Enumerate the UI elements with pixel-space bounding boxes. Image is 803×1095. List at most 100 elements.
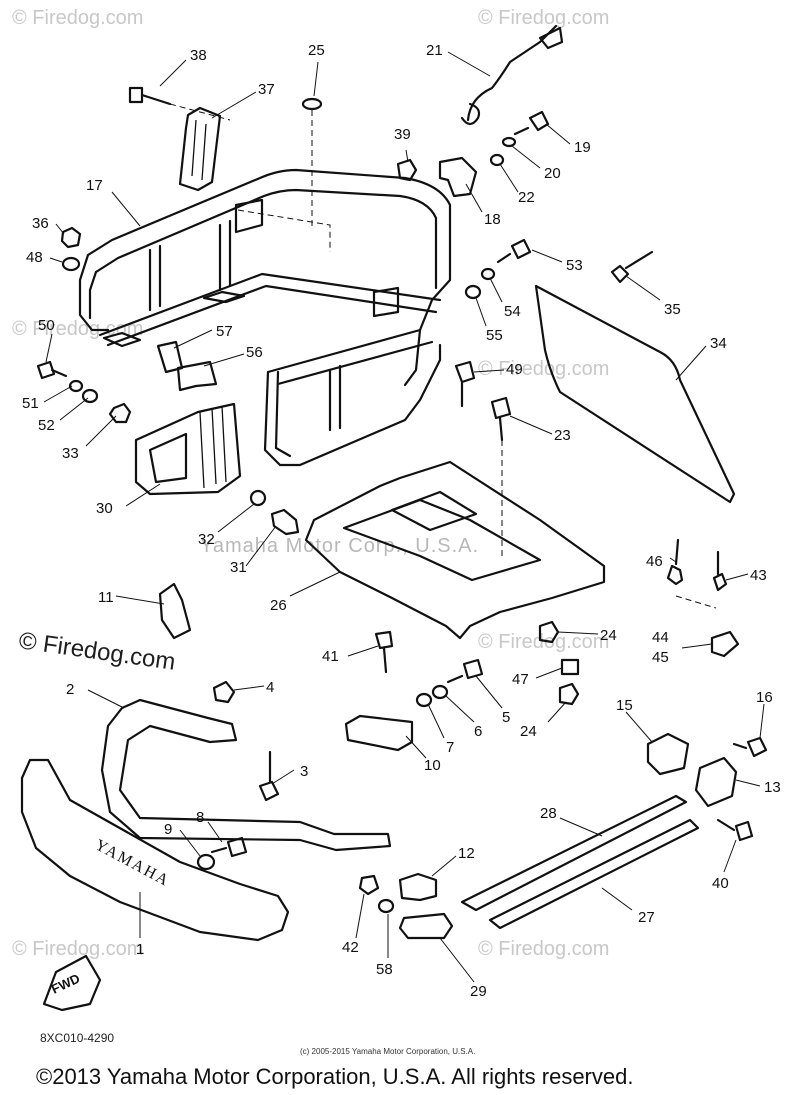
callout-10: 10: [424, 757, 441, 774]
bracket-part-11: [158, 582, 192, 640]
bolt-part-3: [258, 750, 280, 802]
rivet-part-35: [610, 250, 654, 284]
leader-lines: [43, 51, 765, 983]
callout-48: 48: [26, 249, 43, 266]
callout-24-upper: 24: [600, 627, 617, 644]
bracket-part-10: [344, 714, 414, 752]
bolt-part-19: [513, 110, 550, 136]
bracket-part-56: [176, 360, 218, 392]
callout-41: 41: [322, 648, 339, 665]
nut-part-39: [396, 158, 418, 182]
bolt-part-8: [210, 836, 248, 858]
rivet-part-46: [666, 538, 684, 586]
callout-43: 43: [750, 567, 767, 584]
cable-part-21: [460, 24, 564, 126]
callout-38: 38: [190, 47, 207, 64]
bolt-part-5: [446, 658, 484, 684]
diagram-code: 8XC010-4290: [40, 1031, 114, 1045]
washer-part-9: [196, 853, 216, 871]
callout-24-lower: 24: [520, 723, 537, 740]
bumper-part-1: YAMAHA: [20, 758, 290, 942]
carrier-frame-part-17: [78, 168, 452, 467]
watermark-mid-left: © Firedog.com: [12, 318, 143, 340]
watermark-bottom-right: © Firedog.com: [478, 938, 609, 960]
washer-part-20: [501, 136, 517, 148]
clip-part-44: [710, 630, 740, 658]
callout-57: 57: [216, 323, 233, 340]
washer-part-58: [377, 898, 395, 914]
callout-36: 36: [32, 215, 49, 232]
callout-54: 54: [504, 303, 521, 320]
spacer-part-47: [560, 658, 580, 676]
callout-4: 4: [266, 679, 274, 696]
callout-29: 29: [470, 983, 487, 1000]
pad-part-29: [398, 912, 454, 940]
callout-22: 22: [518, 189, 535, 206]
plate-part-34: [534, 284, 736, 504]
callout-46: 46: [646, 553, 663, 570]
bolt-part-16: [732, 736, 768, 758]
bracket-part-12: [398, 872, 438, 902]
callout-1: 1: [136, 941, 144, 958]
callout-5: 5: [502, 709, 510, 726]
base-plate-part-26: [304, 460, 606, 640]
callout-47: 47: [512, 671, 529, 688]
washer-part-55: [464, 284, 482, 300]
parts-drawing: YAMAHA FWD: [20, 24, 768, 1012]
bolt-part-49: [454, 360, 476, 408]
watermark-large: © Firedog.com: [17, 627, 177, 676]
copyright-footer: ©2013 Yamaha Motor Corporation, U.S.A. A…: [36, 1064, 633, 1089]
bracket-part-37: [178, 106, 222, 192]
nut-part-33: [108, 402, 132, 424]
washer-part-52: [81, 388, 99, 404]
callout-49: 49: [506, 361, 523, 378]
watermark-top-left: © Firedog.com: [12, 7, 143, 29]
bolt-part-31: [270, 508, 300, 536]
nut-part-24a: [538, 620, 560, 644]
callout-53: 53: [566, 257, 583, 274]
washer-part-51: [68, 379, 84, 393]
bumper-emboss-text: YAMAHA: [92, 837, 173, 891]
bumper-stay-part-2: [100, 698, 392, 852]
callout-17: 17: [86, 177, 103, 194]
callout-37: 37: [258, 81, 275, 98]
callout-19: 19: [574, 139, 591, 156]
callout-33: 33: [62, 445, 79, 462]
watermark-mid-right: © Firedog.com: [478, 358, 609, 380]
callout-28: 28: [540, 805, 557, 822]
washer-part-22: [489, 153, 505, 167]
callout-9: 9: [164, 821, 172, 838]
bolt-part-53: [496, 238, 532, 264]
callout-55: 55: [486, 327, 503, 344]
callout-6: 6: [474, 723, 482, 740]
callout-7: 7: [446, 739, 454, 756]
callout-45: 45: [652, 649, 669, 666]
bolt-part-38: [128, 86, 231, 121]
bolt-part-23: [490, 396, 512, 442]
callout-13: 13: [764, 779, 781, 796]
nut-part-42: [358, 874, 380, 896]
rivet-part-43: [712, 550, 728, 592]
callout-25: 25: [308, 42, 325, 59]
callout-52: 52: [38, 417, 55, 434]
callout-35: 35: [664, 301, 681, 318]
callout-50: 50: [38, 317, 55, 334]
callout-26: 26: [270, 597, 287, 614]
callout-58: 58: [376, 961, 393, 978]
callout-39: 39: [394, 126, 411, 143]
callout-18: 18: [484, 211, 501, 228]
callout-16: 16: [756, 689, 773, 706]
fwd-arrow: FWD: [42, 954, 102, 1012]
nut-part-4: [212, 680, 236, 704]
nut-part-24b: [558, 682, 580, 706]
washer-part-6: [431, 684, 449, 700]
watermark-top-right: © Firedog.com: [478, 7, 609, 29]
callout-40: 40: [712, 875, 729, 892]
washer-part-7: [415, 692, 433, 708]
callout-11: 11: [98, 589, 114, 606]
callout-56: 56: [246, 344, 263, 361]
callout-12: 12: [458, 845, 475, 862]
callout-15: 15: [616, 697, 633, 714]
callout-21: 21: [426, 42, 443, 59]
